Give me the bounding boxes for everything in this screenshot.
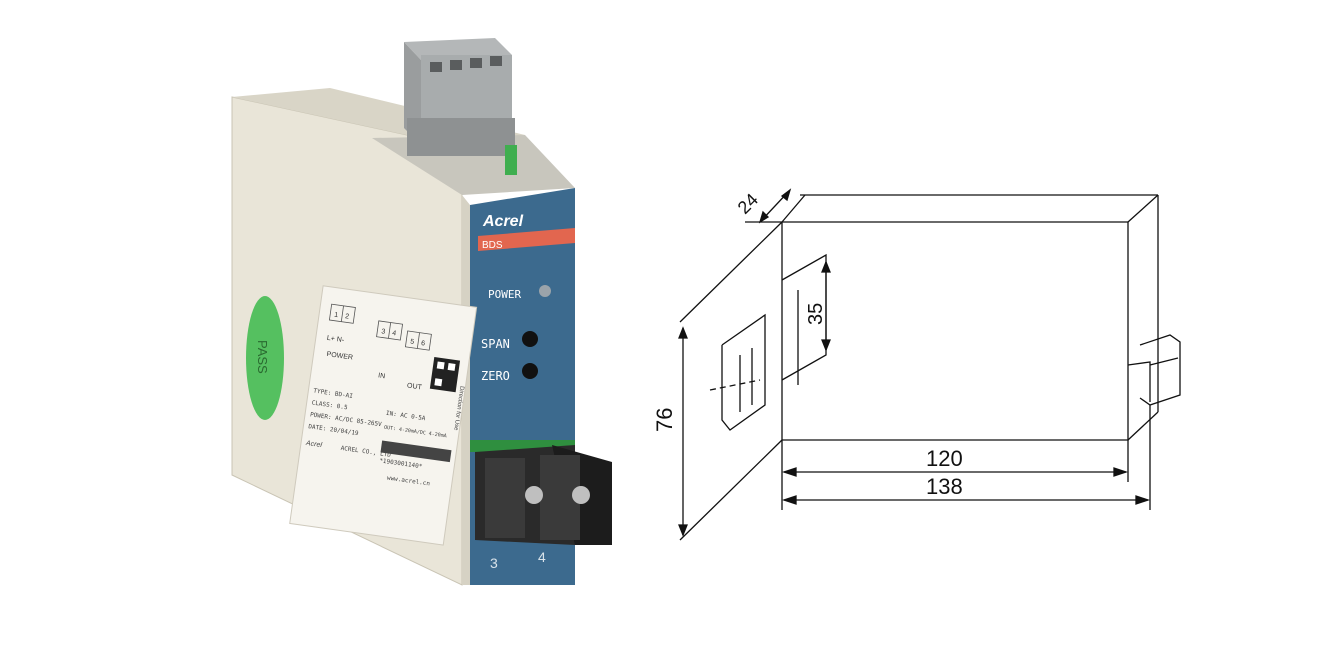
- power-indicator-label: POWER: [488, 288, 521, 301]
- terminal-4: 4: [538, 549, 546, 565]
- model-band-text: BDS: [482, 240, 503, 251]
- terminal-3: 3: [490, 555, 498, 571]
- pass-sticker: [246, 296, 284, 420]
- outline-front: [781, 221, 1129, 441]
- label-terminal-6: 6: [421, 340, 426, 347]
- outline-depth-tl: [781, 194, 806, 223]
- label-out: OUT: [407, 382, 423, 391]
- span-label: SPAN: [481, 337, 510, 351]
- label-in: IN: [378, 372, 386, 380]
- dim-rail-35: 35: [805, 303, 827, 325]
- zero-knob: [522, 363, 538, 379]
- dim-width-120: 120: [926, 446, 963, 471]
- outline-depth-br: [1127, 411, 1159, 441]
- dim-depth-24: 24: [734, 190, 762, 218]
- pass-sticker-text: PASS: [255, 340, 270, 374]
- qr-code: [429, 356, 461, 393]
- label-power: POWER: [326, 351, 353, 362]
- model-band: [478, 228, 575, 251]
- brand-logo: Acrel: [482, 213, 524, 230]
- label-terminal-5: 5: [410, 338, 415, 345]
- label-terminal-1: 1: [334, 312, 339, 319]
- zero-label: ZERO: [481, 369, 510, 383]
- dimension-drawing: [678, 188, 1181, 541]
- label-terminal-3: 3: [381, 328, 386, 335]
- dim-width-138: 138: [926, 474, 963, 499]
- top-connector: [404, 38, 517, 175]
- label-brand: Acrel: [305, 440, 323, 449]
- outline-depth-tr: [1127, 194, 1159, 223]
- transducer-product: Acrel BDS POWER SPAN ZERO 3 4 PASS: [231, 38, 612, 586]
- bottom-terminal-block: [470, 440, 612, 545]
- label-terminal-2: 2: [345, 313, 350, 320]
- label-terminal-4: 4: [392, 330, 397, 337]
- label-power-symbols: L+ N-: [326, 335, 345, 344]
- right-connector: [1139, 334, 1181, 406]
- power-led: [539, 285, 551, 297]
- front-panel-edge: [462, 195, 470, 585]
- side-label: 1 2 L+ N- POWER 3 4 IN 5 6 OUT TYPE: BD-…: [289, 285, 478, 546]
- dim-height-76: 76: [652, 408, 677, 432]
- span-knob: [522, 331, 538, 347]
- barcode: [380, 440, 452, 463]
